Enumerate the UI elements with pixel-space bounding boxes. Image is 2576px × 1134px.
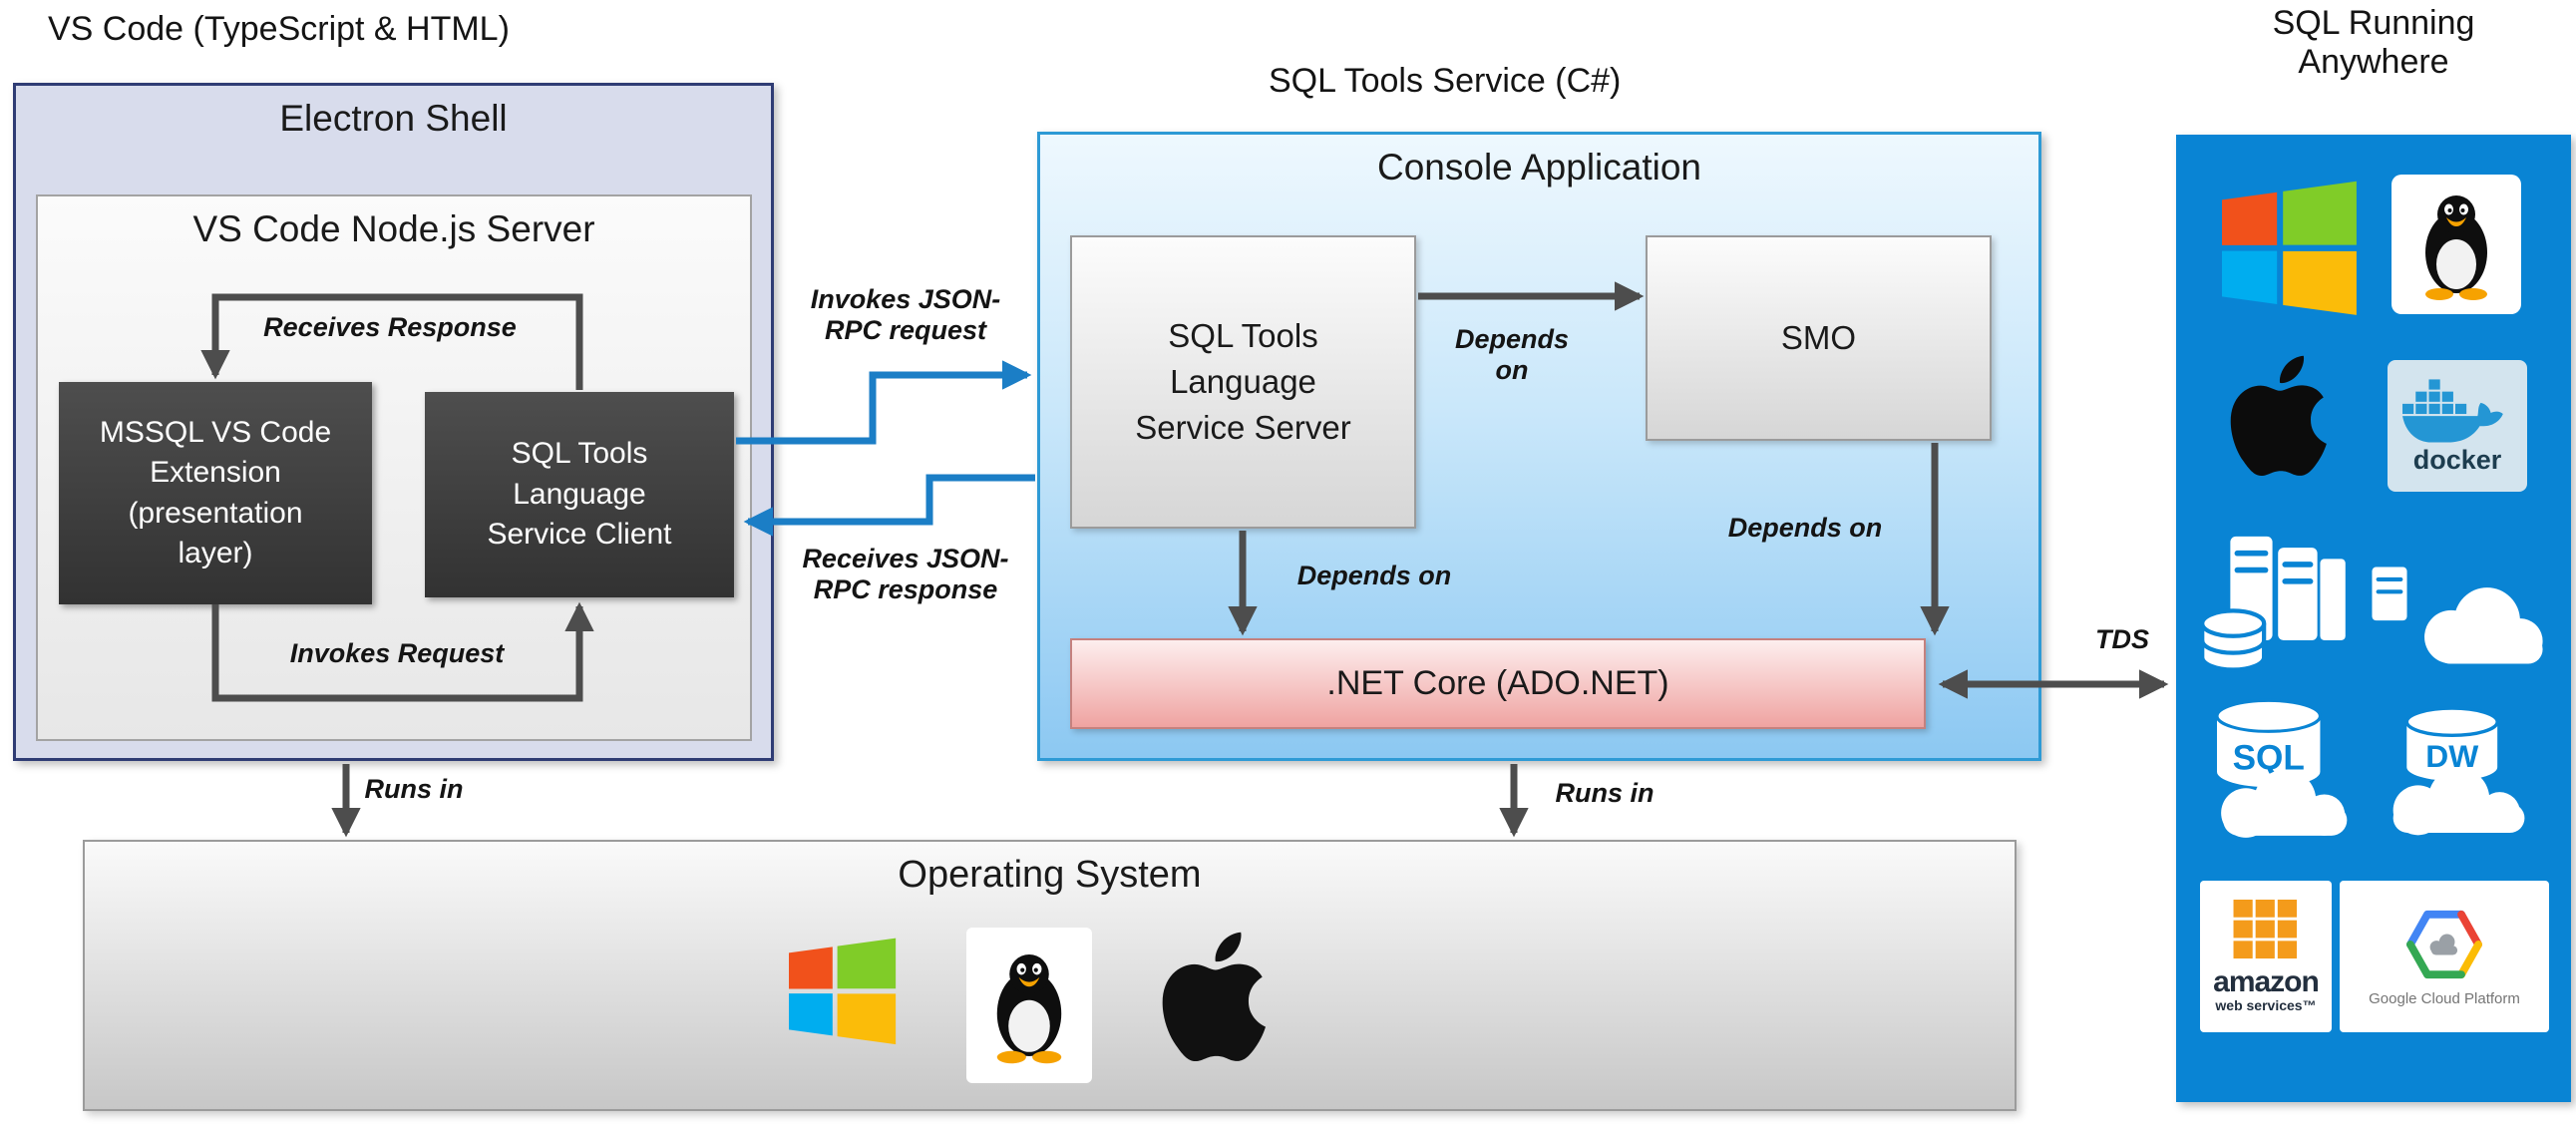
dw-cloud-label: DW — [2425, 738, 2478, 774]
linux-tile — [2392, 175, 2521, 314]
smo-label: SMO — [1780, 318, 1857, 356]
depends-on-right-label: Depends on — [1727, 513, 1883, 543]
tds-label: TDS — [2095, 624, 2149, 654]
receives-response-label: Receives Response — [263, 312, 517, 342]
smo-box: SMO — [1646, 235, 1992, 441]
invokes-jsonrpc-label: Invokes JSON- RPC request — [810, 284, 1001, 345]
sql-cloud-icon: SQL — [2215, 698, 2348, 838]
service-server-label: SQL Tools Language Service Server — [1135, 316, 1351, 447]
service-server-box: SQL Tools Language Service Server — [1070, 235, 1416, 529]
aws-sub: web services™ — [2215, 996, 2317, 1013]
aws-tile: amazon web services™ — [2200, 881, 2332, 1032]
mssql-extension-box: MSSQL VS Code Extension (presentation la… — [59, 382, 372, 604]
receives-jsonrpc-label: Receives JSON- RPC response — [802, 544, 1009, 604]
console-application-title: Console Application — [1377, 147, 1701, 188]
runs-in-left-label: Runs in — [364, 774, 464, 804]
vscode-section-title: VS Code (TypeScript & HTML) — [48, 10, 510, 48]
electron-shell-title: Electron Shell — [279, 98, 508, 139]
netcore-box: .NET Core (ADO.NET) — [1070, 638, 1926, 729]
mssql-extension-label: MSSQL VS Code Extension (presentation la… — [99, 415, 332, 570]
apple-icon — [1162, 932, 1267, 1062]
invokes-jsonrpc-arrow — [736, 360, 1032, 445]
depends-on-smo-label: Depends on — [1454, 324, 1570, 385]
sql-tools-service-title: SQL Tools Service (C#) — [1269, 62, 1622, 100]
runs-in-center-label: Runs in — [1555, 778, 1655, 808]
dw-cloud-icon: DW — [2392, 706, 2525, 836]
operating-system-title: Operating System — [898, 854, 1202, 896]
sql-anywhere-box: docker — [2176, 135, 2571, 1102]
aws-cubes-icon — [2233, 899, 2297, 958]
aws-name: amazon — [2213, 964, 2320, 998]
gcp-label: Google Cloud Platform — [2369, 989, 2520, 1007]
linux-icon — [996, 954, 1062, 1064]
server-cluster-icon — [2200, 536, 2346, 672]
gcp-hexagon-icon — [2406, 910, 2482, 978]
netcore-label: .NET Core (ADO.NET) — [1326, 664, 1669, 702]
sql-running-anywhere-title: SQL Running Anywhere — [2272, 4, 2475, 81]
windows-icon — [789, 938, 897, 1045]
cloud-server-icon — [2372, 567, 2543, 664]
linux-tile — [966, 928, 1092, 1083]
docker-icon — [2402, 378, 2503, 443]
apple-icon — [2230, 355, 2327, 476]
linux-icon — [2425, 195, 2487, 300]
receives-jsonrpc-arrow — [743, 474, 1035, 537]
depends-on-left-label: Depends on — [1296, 561, 1452, 590]
service-client-label: SQL Tools Language Service Client — [487, 437, 672, 552]
windows-icon — [2222, 181, 2357, 315]
gcp-tile: Google Cloud Platform — [2340, 881, 2549, 1032]
invokes-request-label: Invokes Request — [289, 638, 505, 668]
service-client-box: SQL Tools Language Service Client — [425, 392, 734, 597]
operating-system-box: Operating System — [83, 840, 2017, 1111]
docker-tile: docker — [2388, 360, 2527, 492]
node-server-title: VS Code Node.js Server — [192, 208, 595, 249]
docker-label: docker — [2412, 444, 2502, 475]
